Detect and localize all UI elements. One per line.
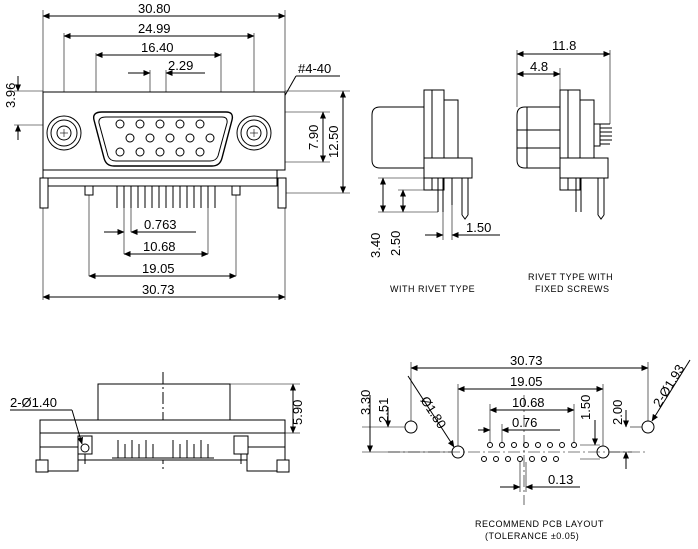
dim-2-dia-1-93: 2-Ø1.93 [650, 362, 688, 410]
front-pin-tails [116, 186, 216, 208]
dim-5-90: 5.90 [290, 400, 305, 425]
side-view-rivet: 3.40 2.50 1.50 WITH RIVET TYPE [368, 89, 500, 294]
dim-4-40-thread: #4-40 [298, 61, 331, 76]
dim-dia-1-80: Ø1.80 [417, 393, 449, 431]
pcb-pin-holes [481, 442, 577, 462]
caption-fixed-screws: FIXED SCREWS [535, 284, 610, 294]
dim-11-8: 11.8 [552, 38, 576, 53]
caption-rivet-type-with: RIVET TYPE WITH [528, 272, 613, 282]
dim-3-30-pcb: 3.30 [358, 390, 373, 415]
front-view: 30.80 24.99 16.40 2.29 3.96 7.90 12.50 #… [3, 1, 350, 300]
dim-19-05-pcb: 19.05 [510, 374, 543, 389]
dim-30-73: 30.73 [142, 282, 175, 297]
dim-19-05: 19.05 [142, 261, 175, 276]
side-view-screws: 11.8 4.8 RIVET TYPE WITH FIXED SCREWS [516, 38, 613, 294]
dim-0-76-pcb: 0.76 [512, 415, 537, 430]
d-sub-shell-outer [92, 111, 234, 167]
right-mount-hole [236, 115, 272, 151]
pcb-mount-hole-left [404, 420, 418, 434]
dim-1-50-side: 1.50 [466, 220, 491, 235]
dim-3-96: 3.96 [3, 83, 18, 108]
dim-4-8: 4.8 [530, 59, 548, 74]
dim-0-763: 0.763 [144, 217, 177, 232]
dim-2-51-pcb: 2.51 [376, 398, 391, 423]
front-flange [42, 91, 286, 187]
bottom-pin-tails [117, 440, 209, 458]
caption-with-rivet-type: WITH RIVET TYPE [390, 284, 475, 294]
dim-7-90: 7.90 [306, 125, 321, 150]
pcb-mount-hole-right [641, 420, 655, 434]
dim-2-00-pcb: 2.00 [610, 400, 625, 425]
dim-2-50: 2.50 [388, 231, 403, 256]
caption-recommend-pcb-layout: RECOMMEND PCB LAYOUT [475, 519, 604, 529]
dim-0-13-pcb: 0.13 [548, 472, 573, 487]
front-pins [115, 119, 215, 157]
dim-24-99: 24.99 [138, 21, 171, 36]
dim-10-68-pcb: 10.68 [512, 395, 545, 410]
d-sub-shell-inner [98, 116, 228, 162]
dim-2-dia-1-40: 2-Ø1.40 [10, 395, 57, 410]
dim-10-68: 10.68 [143, 239, 176, 254]
dim-30-80: 30.80 [138, 1, 171, 16]
dim-16-40: 16.40 [141, 40, 174, 55]
dim-2-29: 2.29 [168, 58, 193, 73]
dim-3-40: 3.40 [368, 233, 383, 258]
bottom-view: 2-Ø1.40 5.90 [10, 372, 305, 473]
left-mount-hole [46, 115, 82, 151]
pcb-layout: 30.73 19.05 10.68 0.76 0.13 3.30 2.51 1.… [358, 353, 691, 541]
dim-1-50-pcb: 1.50 [578, 395, 593, 420]
dim-12-50: 12.50 [326, 125, 341, 158]
dim-30-73-pcb: 30.73 [510, 353, 543, 368]
caption-tolerance: (TOLERANCE ±0.05) [485, 531, 579, 541]
